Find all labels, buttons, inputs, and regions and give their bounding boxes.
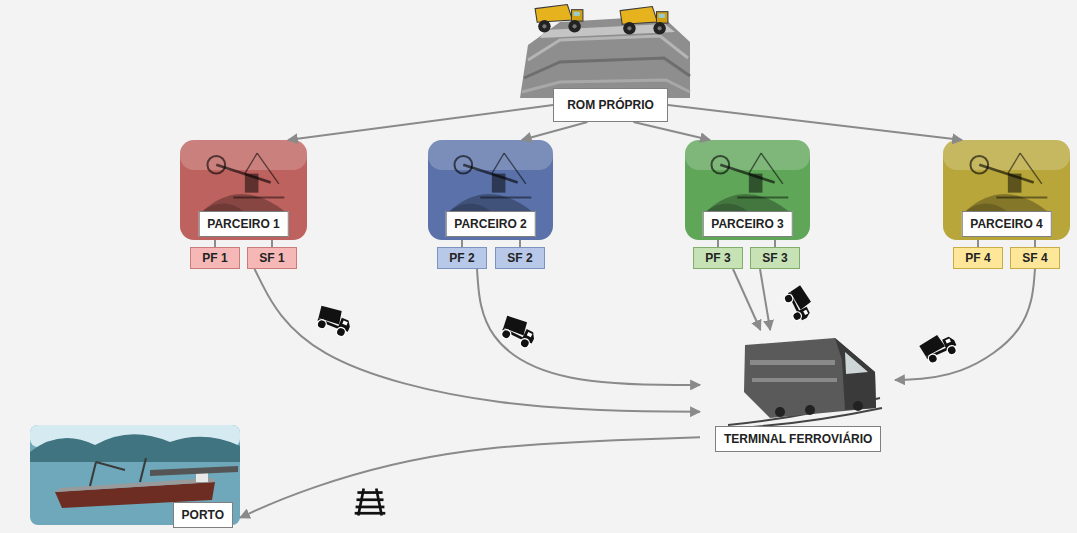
port-picture: [90, 462, 96, 486]
port-picture: [150, 466, 238, 476]
mine-pit-picture: [620, 6, 668, 34]
node-label: PARCEIRO 3: [702, 211, 792, 237]
flow-arrow: [288, 105, 553, 140]
truck-icon: [918, 330, 959, 366]
node-label: PF 1: [202, 251, 227, 265]
train-picture: [750, 360, 835, 365]
train-picture: [835, 338, 876, 410]
rail-icon: [355, 489, 386, 516]
tag-tick: [774, 240, 776, 247]
partner-plant-picture: [180, 140, 1070, 240]
partner-plant-picture: [966, 153, 1048, 211]
train-picture: [845, 352, 868, 374]
tag-tick: [1034, 240, 1036, 247]
flow-arrow: [255, 269, 701, 412]
mine-pit-picture: [528, 36, 688, 60]
port-picture: [30, 434, 240, 462]
product-tag: PF 3: [693, 247, 743, 269]
train-picture: [805, 405, 815, 415]
truck-icon: [782, 284, 817, 323]
partner-plant: PARCEIRO 2: [428, 140, 553, 240]
partner-plant-picture: [203, 153, 285, 211]
node-label: ROM PRÓPRIO: [567, 98, 654, 112]
partner-plant: PARCEIRO 1: [180, 140, 307, 240]
flow-arrow: [522, 122, 588, 140]
partner-plant-picture: [685, 140, 810, 240]
site-scene: TERMINAL FERROVIÁRIO: [700, 330, 895, 452]
port-picture: [140, 458, 146, 482]
source-box: ROM PRÓPRIO: [553, 88, 668, 122]
tag-tick: [717, 240, 719, 247]
partner-plant: PARCEIRO 3: [685, 140, 810, 240]
product-tag: SF 2: [495, 247, 545, 269]
flow-arrow: [634, 122, 711, 140]
partner-plant-picture: [685, 140, 810, 170]
train-picture: [752, 378, 837, 382]
tag-tick: [519, 240, 521, 247]
flow-arrow: [760, 269, 770, 330]
partner-plant-picture: [180, 140, 307, 170]
port-picture: [55, 478, 215, 492]
node-label: PORTO: [173, 502, 233, 528]
partner-plant-picture: [428, 140, 553, 170]
node-label: PARCEIRO 1: [198, 211, 288, 237]
tag-tick: [271, 240, 273, 247]
partner-plant-picture: [180, 140, 307, 240]
train-picture: [744, 338, 876, 418]
flow-arrow: [240, 437, 700, 517]
train-picture: [775, 407, 785, 417]
node-label: SF 2: [507, 251, 532, 265]
flow-arrow: [668, 105, 962, 140]
port-picture: [96, 462, 125, 470]
train-picture: [728, 338, 882, 428]
node-label: PF 4: [965, 251, 990, 265]
product-tag: PF 1: [190, 247, 240, 269]
partner-plant-picture: [707, 153, 789, 211]
node-label: SF 1: [259, 251, 284, 265]
node-label: SF 4: [1022, 251, 1047, 265]
flow-arrow: [895, 269, 1035, 380]
partner-plant-picture: [428, 140, 553, 240]
rail-icon: [355, 489, 386, 516]
truck-icon: [313, 284, 959, 365]
node-label: PF 2: [449, 251, 474, 265]
tag-tick: [215, 240, 1035, 247]
flow-arrow: [477, 269, 700, 385]
node-label: TERMINAL FERROVIÁRIO: [715, 426, 881, 452]
mine-pit-picture: [524, 58, 690, 78]
flow-arrow: [733, 269, 760, 330]
tag-tick: [461, 240, 463, 247]
tag-tick: [214, 240, 216, 247]
product-tag: PF 2: [437, 247, 487, 269]
partner-plant-picture: [450, 153, 532, 211]
product-tag: SF 1: [247, 247, 297, 269]
node-label: PARCEIRO 4: [961, 211, 1051, 237]
partner-plant-picture: [943, 140, 1070, 170]
product-tag: PF 4: [953, 247, 1003, 269]
node-label: PARCEIRO 2: [445, 211, 535, 237]
product-tag: SF 4: [1010, 247, 1060, 269]
train-picture: [853, 401, 863, 411]
product-tag: SF 3: [750, 247, 800, 269]
mine-pit-picture: [520, 4, 690, 98]
tag-tick: [977, 240, 979, 247]
node-label: SF 3: [762, 251, 787, 265]
node-label: PF 3: [705, 251, 730, 265]
mine-pit-picture: [535, 4, 583, 32]
site-scene: PORTO: [30, 425, 240, 528]
truck-icon: [313, 303, 354, 338]
truck-icon: [498, 313, 539, 350]
partner-plant: PARCEIRO 4: [943, 140, 1070, 240]
partner-plant-picture: [943, 140, 1070, 240]
